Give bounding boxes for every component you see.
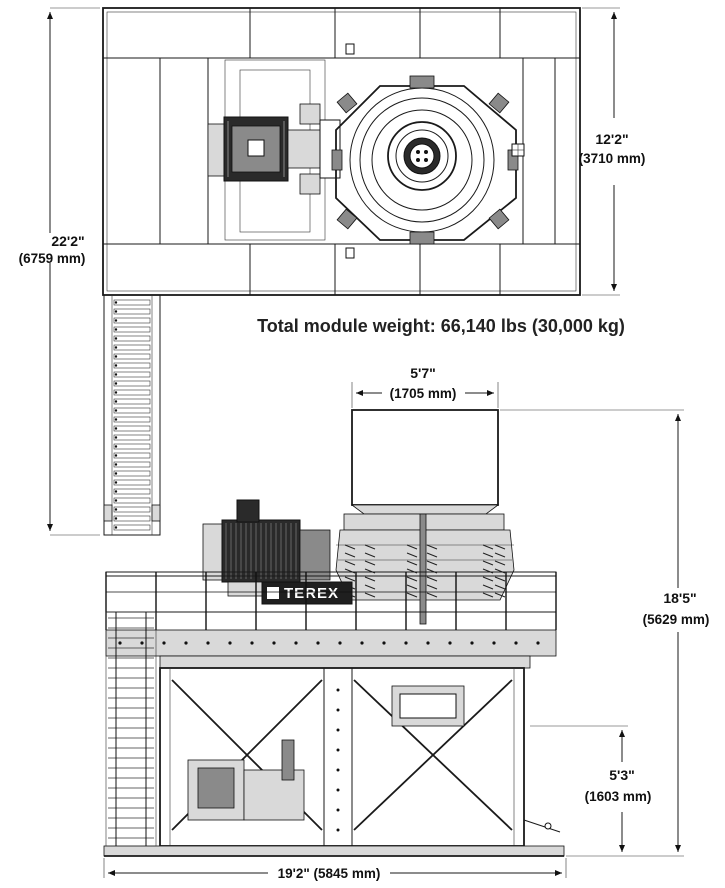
plan-length-ft: 22'2" <box>51 233 84 249</box>
plan-width-ft: 12'2" <box>595 131 628 147</box>
plan-width-mm: (3710 mm) <box>579 151 646 166</box>
base-length: 19'2" (5845 mm) <box>278 866 381 881</box>
total-height-ft: 18'5" <box>663 590 696 606</box>
deck-height-ft: 5'3" <box>609 767 635 783</box>
terex-logo: TEREX <box>284 585 339 602</box>
total-height-mm: (5629 mm) <box>643 612 710 627</box>
weight-title: Total module weight: 66,140 lbs (30,000 … <box>257 316 625 336</box>
dimension-lines <box>47 7 684 878</box>
elevation-view: TEREX <box>103 409 565 857</box>
plan-length-mm: (6759 mm) <box>19 251 86 266</box>
plan-stair <box>103 294 161 536</box>
deck-height-mm: (1603 mm) <box>585 789 652 804</box>
top-width-ft: 5'7" <box>410 365 436 381</box>
plan-view <box>102 7 581 296</box>
top-width-mm: (1705 mm) <box>390 386 457 401</box>
